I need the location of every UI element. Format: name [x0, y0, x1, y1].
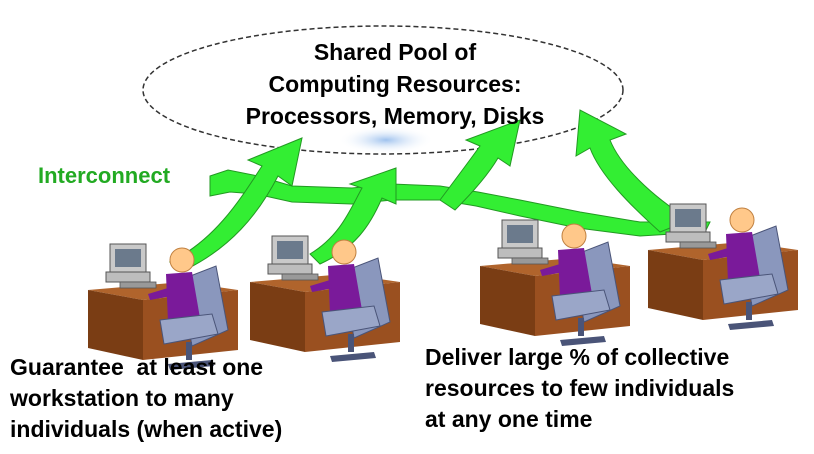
cloud-line: Shared Pool of [313, 39, 477, 65]
workstation-person-icon [647, 203, 799, 331]
caption-line: workstation to many [10, 385, 234, 411]
interconnect-arrows [168, 109, 711, 271]
caption-line: individuals (when active) [10, 416, 283, 442]
caption-line: resources to few individuals [425, 375, 735, 401]
interconnect-label: Interconnect [38, 163, 171, 188]
cloud-line: Processors, Memory, Disks [245, 103, 545, 129]
workstation-person-icon [479, 219, 631, 347]
cloud-label: Shared Pool of Computing Resources: Proc… [180, 36, 610, 132]
cloud-glow [338, 126, 434, 154]
caption-line: at any one time [425, 406, 593, 432]
cloud-line: Computing Resources: [268, 71, 522, 97]
caption-line: Deliver large % of collective [425, 344, 730, 370]
caption-left: Guarantee at least one workstation to ma… [10, 352, 390, 445]
resource-pool-cloud [142, 25, 624, 155]
caption-right: Deliver large % of collective resources … [425, 342, 814, 435]
caption-line: Guarantee at least one [10, 354, 264, 380]
